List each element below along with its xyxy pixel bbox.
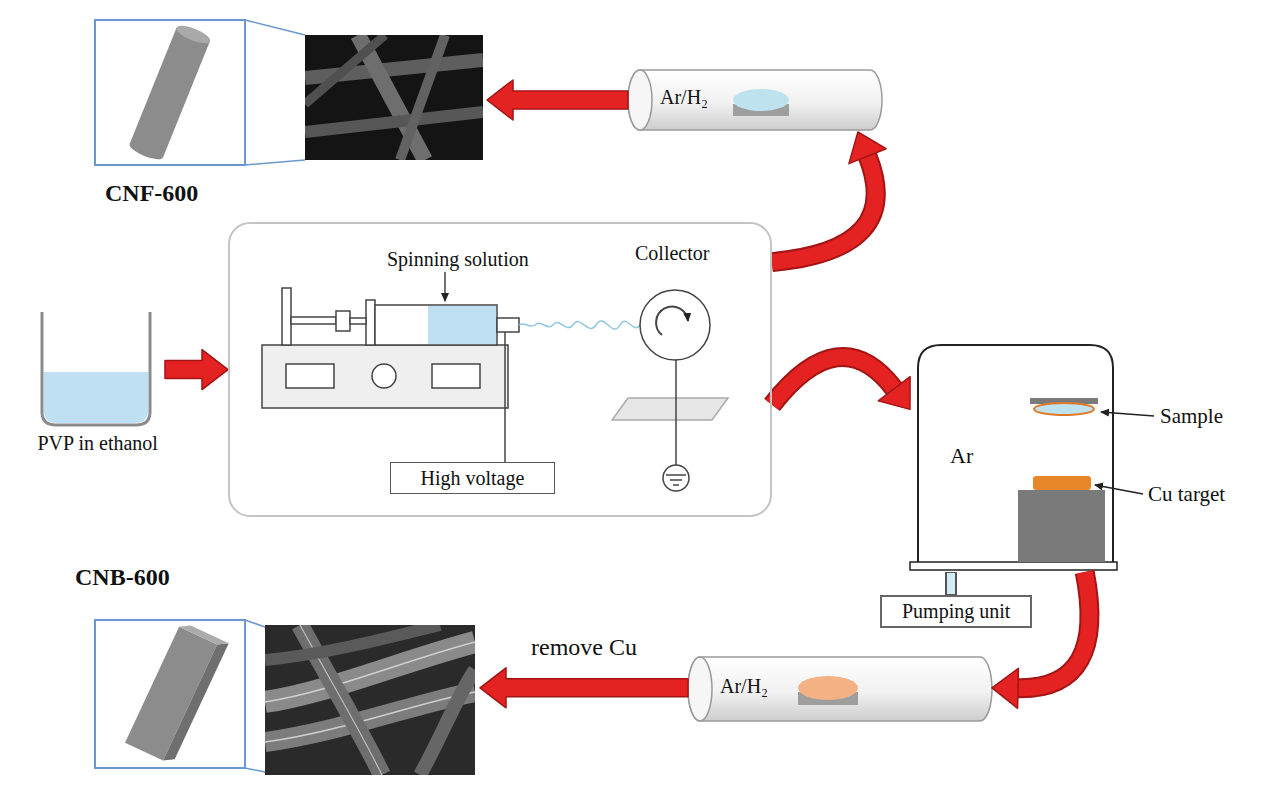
gas-label: Ar/H₂ — [720, 675, 768, 698]
electrospinning-panel: High voltage Spinning solution Collector — [228, 222, 772, 517]
arrow-head — [878, 377, 910, 410]
tube-furnace: Ar/H₂ — [628, 68, 882, 132]
block-arrow — [165, 350, 228, 390]
part-label: Pumping unit — [902, 600, 1010, 623]
sample-name: CNF-600 — [105, 180, 198, 208]
product-panel: CNB-600 — [70, 562, 480, 780]
curved-arrow-shaft — [1018, 572, 1089, 688]
part-label: Collector — [635, 242, 709, 265]
sample-name: CNB-600 — [75, 564, 170, 592]
sem-image — [305, 35, 483, 160]
solution-label: PVP in ethanol — [38, 432, 158, 455]
block-arrow — [487, 80, 628, 120]
arrow-head — [992, 668, 1018, 708]
curved-arrow — [772, 132, 886, 262]
tube-sketch — [628, 70, 882, 130]
fiber-sketch — [95, 20, 305, 165]
part-label: Cu target — [1148, 482, 1225, 506]
curved-arrow-shaft — [772, 357, 894, 405]
curved-arrow-shaft — [772, 156, 876, 262]
block-arrow — [480, 668, 688, 708]
pumping-box: Pumping unit — [880, 595, 1032, 628]
part-label: Sample — [1160, 404, 1223, 428]
tube-sketch — [688, 657, 992, 721]
pipe — [950, 572, 951, 595]
belt-sketch — [95, 620, 265, 772]
gas-label: Ar — [950, 443, 973, 468]
gas-label: Ar/H₂ — [660, 86, 708, 109]
block-arrow — [165, 350, 228, 390]
voltage-box: High voltage — [390, 462, 555, 494]
tube-furnace: Ar/H₂ — [688, 655, 992, 722]
arrow-head — [849, 132, 886, 164]
part-label: Spinning solution — [387, 248, 529, 271]
block-arrow — [480, 668, 688, 708]
sem-image — [265, 625, 475, 775]
edge-label: remove Cu — [528, 634, 640, 662]
product-panel: CNF-600 — [95, 20, 487, 220]
curved-arrow — [772, 357, 910, 409]
curved-arrow — [992, 572, 1089, 708]
chamber-sketch — [910, 345, 1154, 570]
pipe-line — [947, 573, 955, 594]
electrospinning-sketch — [262, 272, 728, 491]
part-label: High voltage — [421, 467, 525, 490]
beaker: PVP in ethanol — [30, 308, 165, 462]
beaker-sketch — [42, 312, 150, 425]
pipe-line — [945, 572, 957, 595]
curved-arrow-shaft — [772, 357, 894, 405]
block-arrow — [487, 80, 628, 120]
sputter-chamber: Ar — [910, 343, 1118, 572]
curved-arrow-shaft — [772, 156, 876, 262]
curved-arrow-shaft — [1018, 572, 1089, 688]
